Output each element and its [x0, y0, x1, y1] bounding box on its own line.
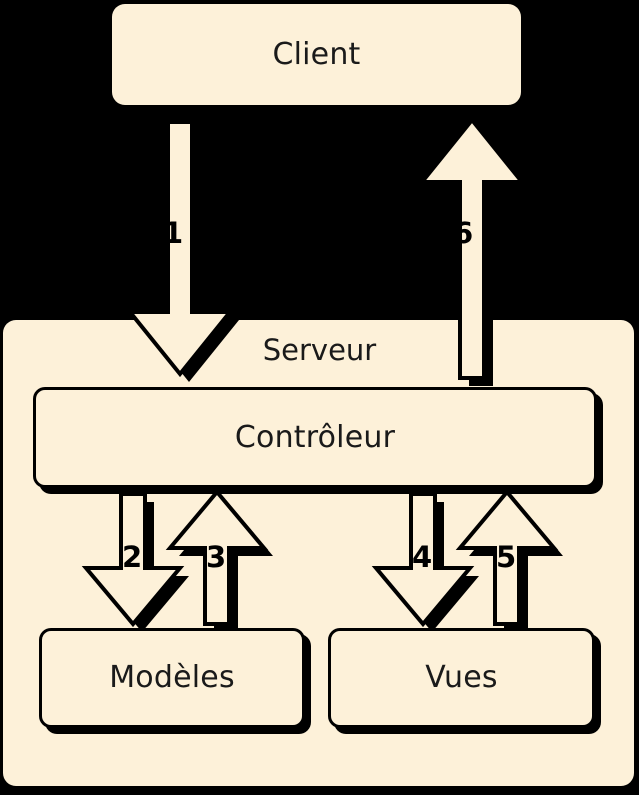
arrow-6-label: 6 [453, 216, 474, 250]
arrow-5-shape [455, 488, 559, 626]
controleur-box: Contrôleur [33, 387, 597, 488]
modeles-label: Modèles [109, 660, 235, 695]
arrow-4-shape [371, 492, 475, 628]
arrow-6-controleur-to-client [417, 116, 531, 386]
arrow-2-label: 2 [122, 540, 143, 574]
arrow-3-label: 3 [206, 540, 227, 574]
arrow-3-shape [165, 488, 269, 626]
arrow-2-shape [81, 492, 185, 628]
arrow-1-client-to-controleur [125, 120, 239, 382]
arrow-3-modeles-to-controleur [165, 488, 273, 632]
client-label: Client [272, 36, 361, 72]
vues-label: Vues [425, 660, 498, 695]
arrow-1-shape [125, 120, 235, 378]
arrow-5-label: 5 [496, 540, 517, 574]
modeles-box: Modèles [39, 628, 305, 728]
arrow-2-controleur-to-modeles [81, 492, 189, 632]
arrow-5-vues-to-controleur [455, 488, 563, 632]
arrow-4-controleur-to-vues [371, 492, 479, 632]
arrow-6-shape [417, 116, 527, 380]
client-box: Client [112, 4, 521, 105]
serveur-label: Serveur [262, 333, 377, 367]
arrow-1-label: 1 [163, 216, 184, 250]
arrow-4-label: 4 [412, 540, 433, 574]
controleur-label: Contrôleur [234, 419, 396, 455]
vues-box: Vues [328, 628, 595, 728]
